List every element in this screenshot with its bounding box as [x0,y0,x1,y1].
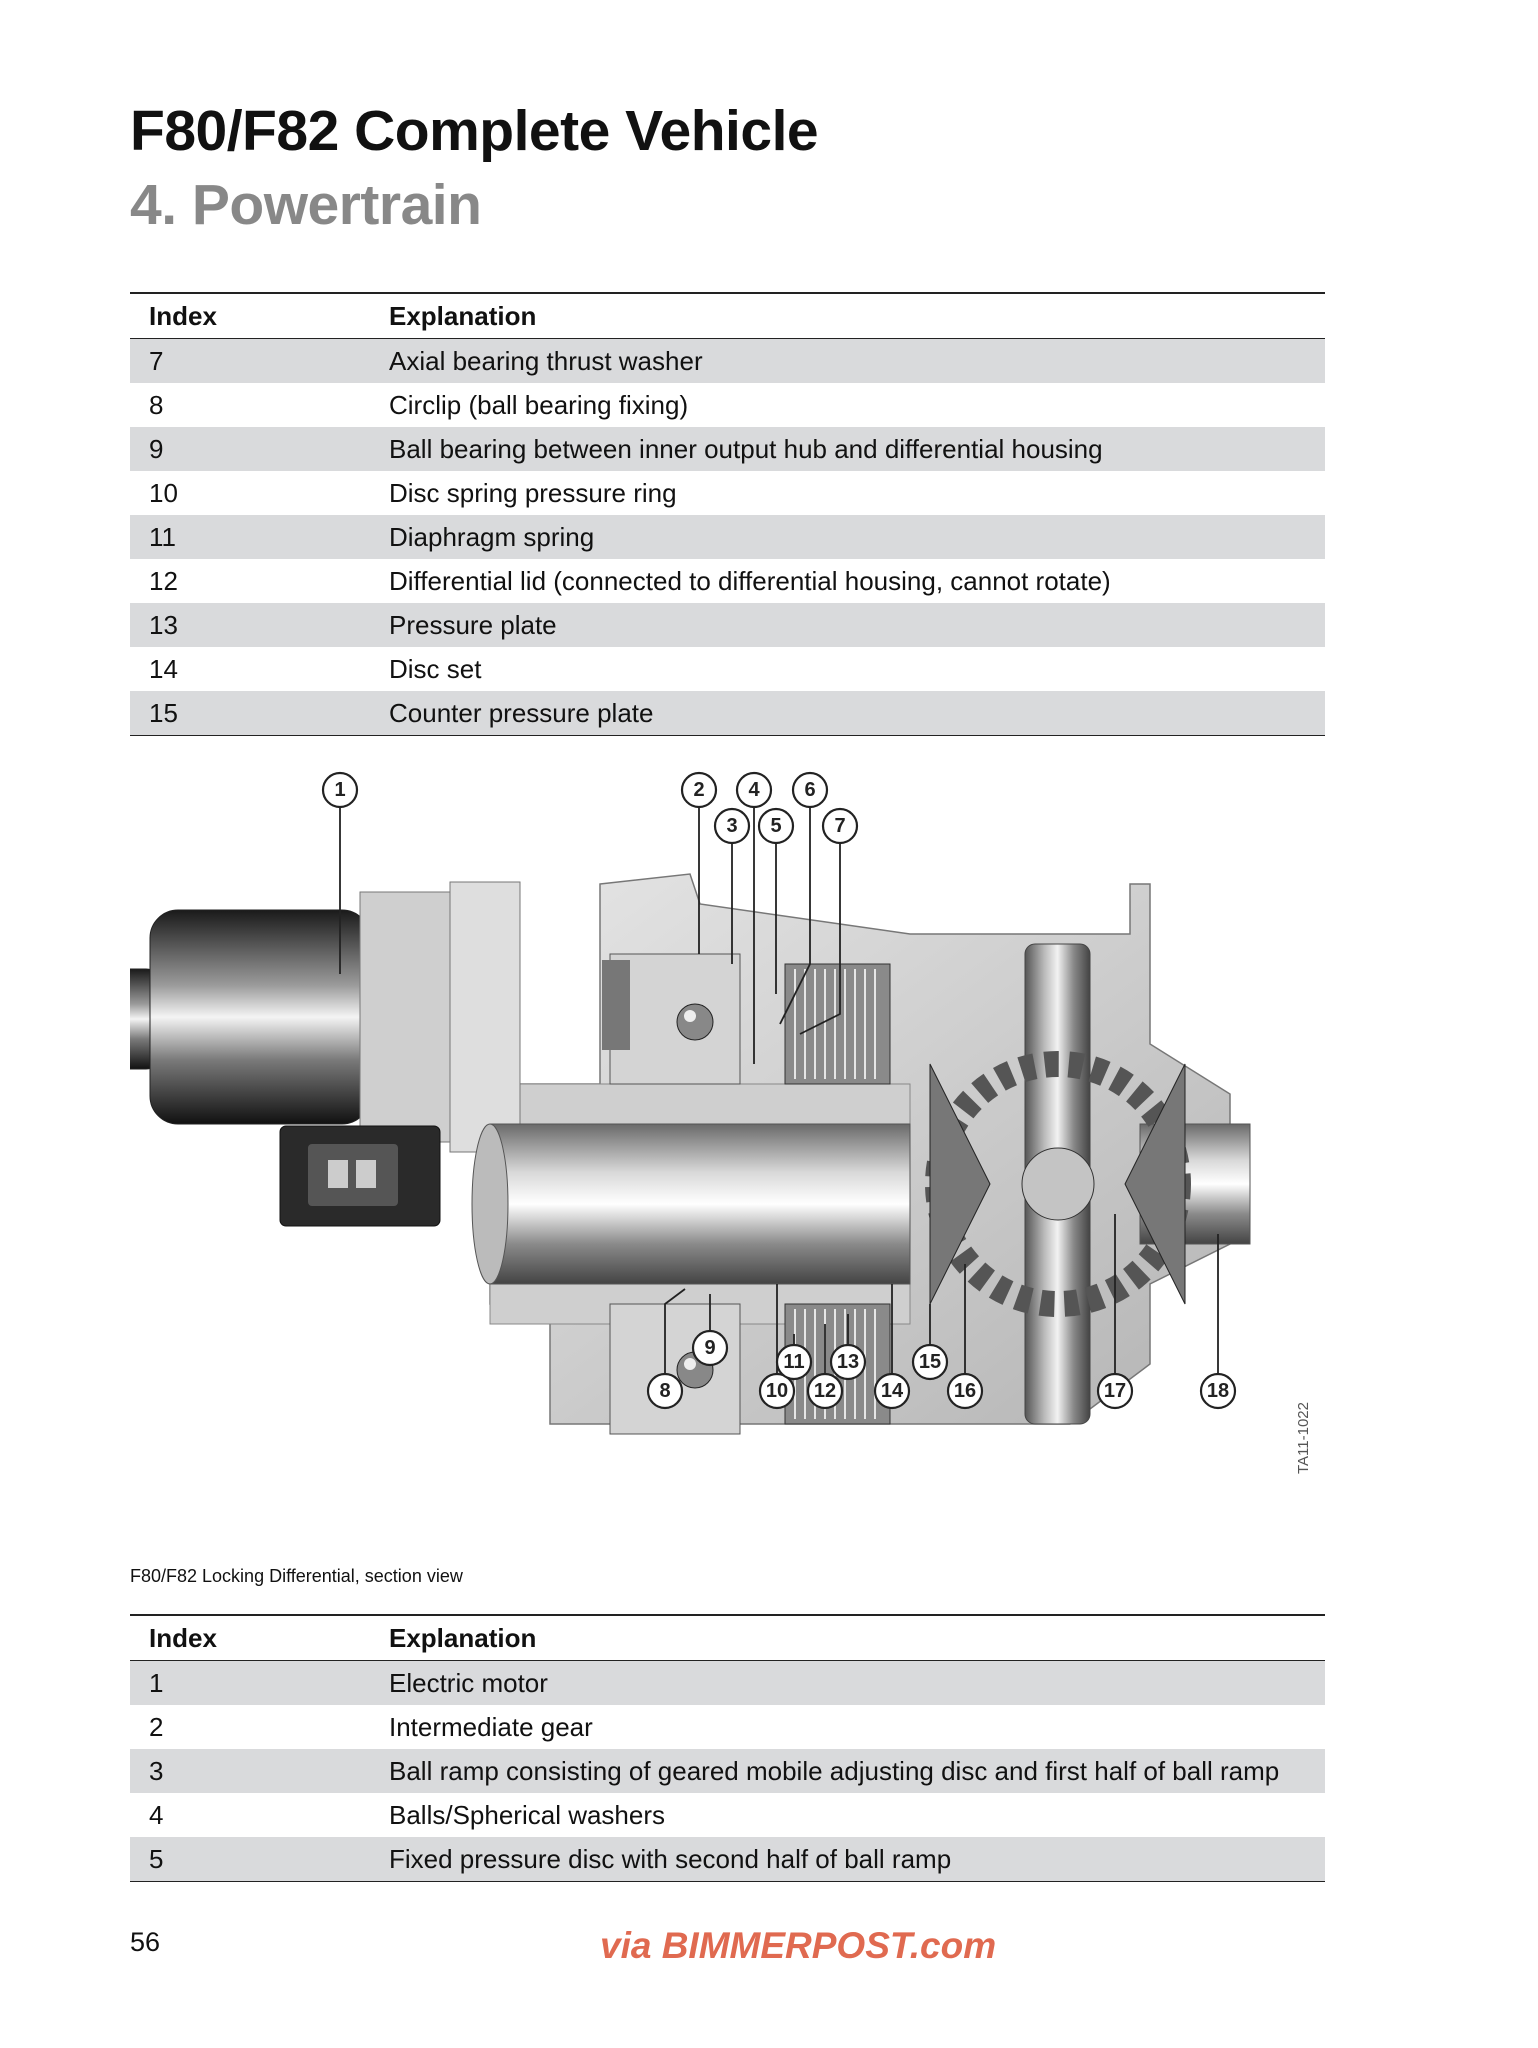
index-cell: 3 [130,1749,369,1793]
table-header-row: Index Explanation [130,292,1325,339]
page-title: F80/F82 Complete Vehicle [130,99,819,163]
callout-15: 15 [911,1343,949,1381]
column-header-explanation: Explanation [369,292,1325,339]
explanation-cell: Ball ramp consisting of geared mobile ad… [369,1749,1325,1793]
callout-7: 7 [821,807,859,845]
callout-10: 10 [758,1372,796,1410]
index-cell: 9 [130,427,369,471]
differential-gears [925,943,1191,1425]
index-cell: 5 [130,1837,369,1882]
callout-17: 17 [1096,1372,1134,1410]
callout-11: 11 [775,1343,813,1381]
explanation-cell: Diaphragm spring [369,515,1325,559]
callout-8: 8 [646,1372,684,1410]
callout-3: 3 [713,807,751,845]
explanation-cell: Ball bearing between inner output hub an… [369,427,1325,471]
svg-text:18: 18 [1207,1380,1229,1402]
svg-text:5: 5 [770,815,781,837]
leader-lines [339,808,1219,1373]
svg-text:7: 7 [834,815,845,837]
callout-5: 5 [757,807,795,845]
svg-text:15: 15 [919,1351,941,1373]
page-number: 56 [130,1927,161,1957]
section-title: 4. Powertrain [130,173,482,237]
index-cell: 13 [130,603,369,647]
svg-text:4: 4 [748,779,760,801]
svg-text:14: 14 [881,1380,904,1402]
callout-12: 12 [806,1372,844,1410]
explanation-cell: Disc spring pressure ring [369,471,1325,515]
svg-text:16: 16 [954,1380,976,1402]
figure-caption: F80/F82 Locking Differential, section vi… [130,1566,463,1586]
svg-text:17: 17 [1104,1380,1126,1402]
index-cell: 2 [130,1705,369,1749]
svg-text:11: 11 [783,1351,804,1373]
table-header-row: Index Explanation [130,1614,1325,1661]
explanation-cell: Fixed pressure disc with second half of … [369,1837,1325,1882]
callout-6: 6 [791,771,829,809]
explanation-cell: Electric motor [369,1660,1325,1705]
callout-14: 14 [873,1372,911,1410]
callout-13: 13 [829,1343,867,1381]
svg-text:3: 3 [726,815,737,837]
callout-16: 16 [946,1372,984,1410]
svg-text:6: 6 [804,779,815,801]
index-cell: 11 [130,515,369,559]
explanation-cell: Disc set [369,647,1325,691]
explanation-cell: Circlip (ball bearing fixing) [369,383,1325,427]
explanation-cell: Axial bearing thrust washer [369,338,1325,383]
callout-9: 9 [691,1329,729,1367]
svg-text:9: 9 [704,1337,715,1359]
callout-2: 2 [680,771,718,809]
column-header-index: Index [130,292,369,339]
svg-text:10: 10 [766,1380,788,1402]
index-cell: 15 [130,691,369,736]
electrical-connector [279,1125,441,1227]
index-cell: 7 [130,338,369,383]
explanation-cell: Intermediate gear [369,1705,1325,1749]
callout-4: 4 [735,771,773,809]
column-header-explanation: Explanation [369,1614,1325,1661]
electric-motor [99,881,521,1153]
explanation-cell: Counter pressure plate [369,691,1325,736]
svg-text:2: 2 [693,779,704,801]
index-cell: 1 [130,1660,369,1705]
output-shaft [471,1123,1251,1285]
index-cell: 14 [130,647,369,691]
svg-text:13: 13 [837,1351,859,1373]
callout-1: 1 [321,771,359,809]
ball-ramp-mechanism [602,953,741,1435]
callout-18: 18 [1199,1372,1237,1410]
locking-differential-diagram: TA11-1022 1 2 3 4 5 6 7 [99,764,1330,1564]
column-header-index: Index [130,1614,369,1661]
index-cell: 12 [130,559,369,603]
source-credit: via BIMMERPOST.com [600,1925,997,1966]
explanation-cell: Pressure plate [369,603,1325,647]
svg-text:1: 1 [334,779,345,801]
explanation-cell: Balls/Spherical washers [369,1793,1325,1837]
index-cell: 8 [130,383,369,427]
figure-code: TA11-1022 [1295,1402,1312,1474]
index-cell: 4 [130,1793,369,1837]
index-cell: 10 [130,471,369,515]
explanation-cell: Differential lid (connected to different… [369,559,1325,603]
svg-text:8: 8 [659,1380,670,1402]
svg-text:12: 12 [814,1380,836,1402]
